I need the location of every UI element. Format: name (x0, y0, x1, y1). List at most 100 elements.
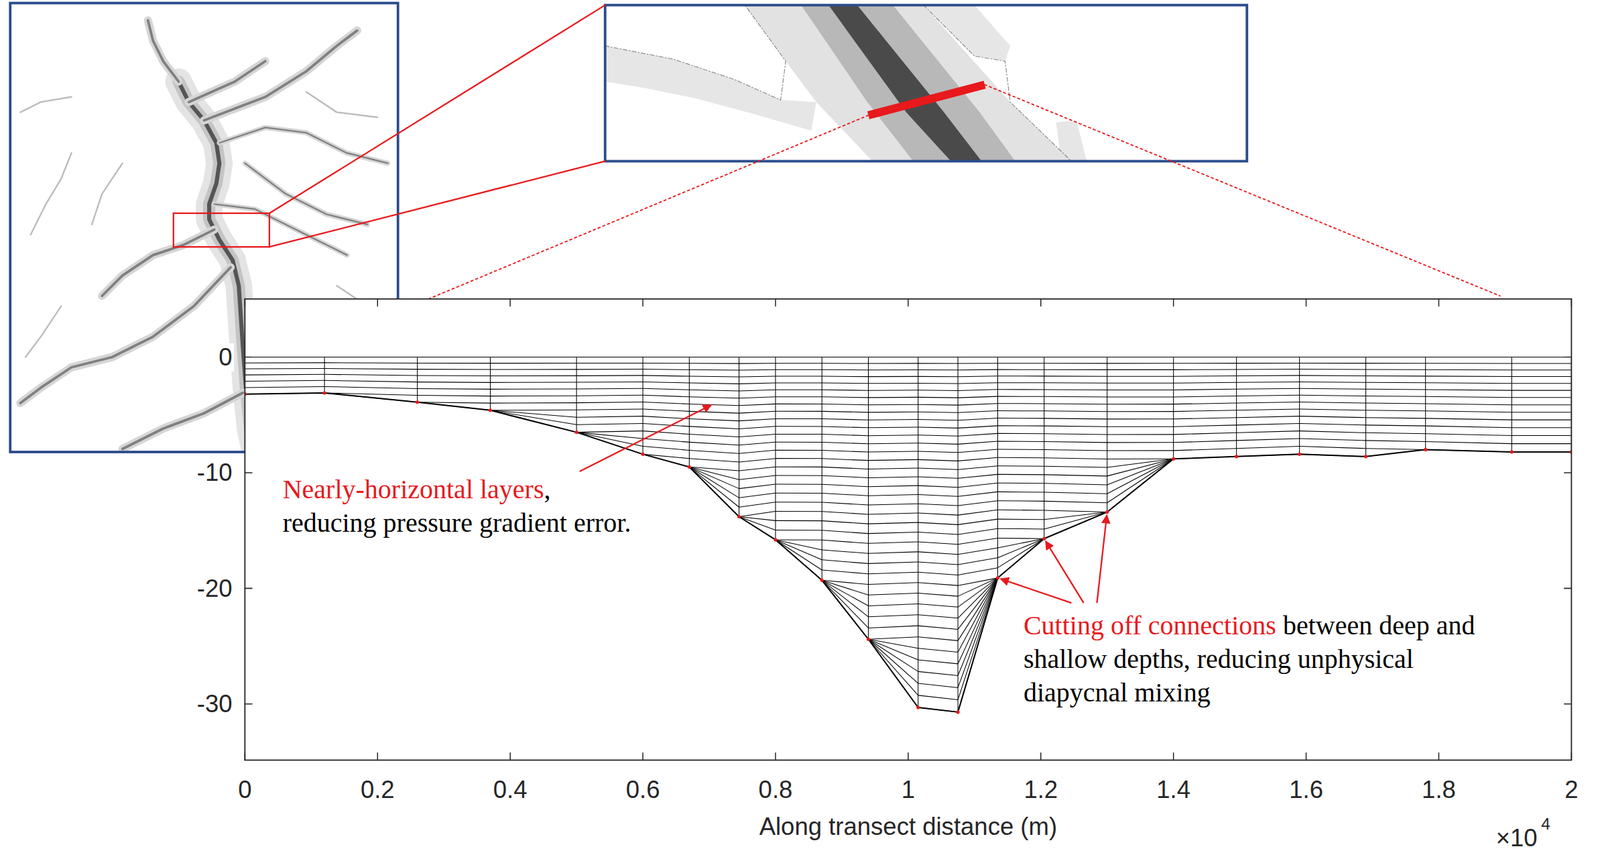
mesh-line (868, 485, 918, 487)
mesh-line (1425, 357, 1426, 450)
tributary-water (203, 30, 357, 121)
mesh-line (689, 362, 739, 364)
mesh-line (689, 356, 739, 358)
mesh-line (821, 520, 869, 525)
mesh-line (1425, 425, 1513, 428)
tributary-channel (148, 20, 179, 82)
axis-title: Along transect distance (m) (758, 812, 1059, 841)
mesh-line (957, 577, 998, 653)
grid-node-dot (1423, 447, 1428, 452)
zoom-map (605, 5, 1248, 162)
mesh-line (918, 561, 958, 565)
mesh-line (1299, 357, 1300, 455)
mesh-line (868, 404, 918, 406)
mesh-line (689, 466, 739, 498)
y-tick-label: -10 (195, 458, 234, 487)
mesh-line (957, 410, 998, 413)
mesh-line (489, 410, 577, 425)
mesh-line (775, 510, 822, 512)
mesh-line (957, 356, 998, 358)
x-tick-mark (907, 752, 909, 761)
mesh-line (642, 438, 690, 442)
mesh-line (868, 396, 918, 399)
x-tick-mark (509, 752, 511, 761)
mesh-line (689, 389, 739, 391)
map-stream (25, 305, 61, 357)
mesh-line (997, 382, 1044, 383)
zoom-connector (269, 160, 606, 247)
x-tick-mark (907, 298, 909, 307)
mesh-line (576, 408, 643, 410)
mesh-line (1107, 426, 1174, 427)
mesh-line (576, 357, 578, 433)
mesh-line (957, 577, 998, 676)
mesh-line (868, 356, 918, 358)
map-stream (306, 91, 379, 118)
mesh-line (489, 395, 577, 397)
mesh-line (868, 389, 918, 391)
x-tick-label: 1.8 (1420, 775, 1458, 804)
mesh-line (1299, 446, 1367, 449)
mesh-line (642, 416, 690, 419)
mesh-line (1173, 410, 1237, 412)
mesh-line (957, 403, 998, 405)
mesh-line (775, 457, 822, 459)
mesh-line (997, 362, 1044, 364)
mesh-line (1044, 510, 1108, 513)
mesh-line (821, 579, 869, 606)
mesh-line (739, 441, 776, 445)
mesh-line (739, 466, 776, 471)
mesh-line (1511, 396, 1572, 398)
mesh-line (868, 638, 918, 684)
mesh-line (868, 571, 918, 574)
mesh-line (739, 510, 776, 517)
mesh-line (417, 394, 491, 396)
grid-node-dot (687, 465, 692, 469)
mesh-line (1299, 381, 1367, 383)
mesh-line (1299, 431, 1367, 434)
mesh-line (868, 443, 918, 444)
grid-node-dot (415, 400, 419, 404)
mesh-line (957, 557, 998, 565)
plot-frame (244, 298, 1572, 761)
mesh-line (868, 561, 918, 564)
mesh-line (1044, 483, 1108, 485)
mesh-line (576, 394, 643, 396)
mesh-line (324, 357, 326, 393)
grid-node-dot (1364, 454, 1368, 458)
mesh-line (576, 431, 643, 433)
mesh-line (868, 494, 918, 497)
zoom-connector (269, 5, 606, 214)
mesh-line (417, 362, 491, 364)
shoreline (923, 5, 1072, 162)
mesh-line (1173, 375, 1237, 377)
mesh-line (689, 369, 739, 371)
mesh-line (739, 382, 776, 384)
mesh-line (244, 386, 325, 388)
mesh-line (868, 467, 918, 469)
mesh-line (918, 551, 958, 555)
mesh-line (821, 376, 869, 378)
mesh-line (739, 369, 776, 371)
mesh-line (957, 389, 998, 391)
mesh-line (489, 362, 577, 364)
mesh-line (997, 500, 1044, 502)
x-tick-mark (244, 298, 246, 307)
grid-node-dot (916, 705, 920, 709)
grid-node-dot (1105, 510, 1109, 514)
mesh-line (1044, 433, 1108, 435)
mesh-line (997, 356, 1044, 358)
bed-line (244, 392, 1572, 712)
mesh-line (918, 512, 958, 515)
mesh-line (997, 369, 1044, 371)
mesh-line (489, 375, 577, 377)
mesh-line (1425, 441, 1513, 444)
mesh-line (642, 356, 690, 358)
mesh-line (1173, 424, 1237, 427)
grid-node-dot (773, 537, 777, 541)
tributary-water (20, 267, 231, 403)
mesh-line (821, 559, 869, 564)
x-tick-label: 0.4 (491, 775, 529, 804)
mesh-line (1044, 402, 1108, 405)
